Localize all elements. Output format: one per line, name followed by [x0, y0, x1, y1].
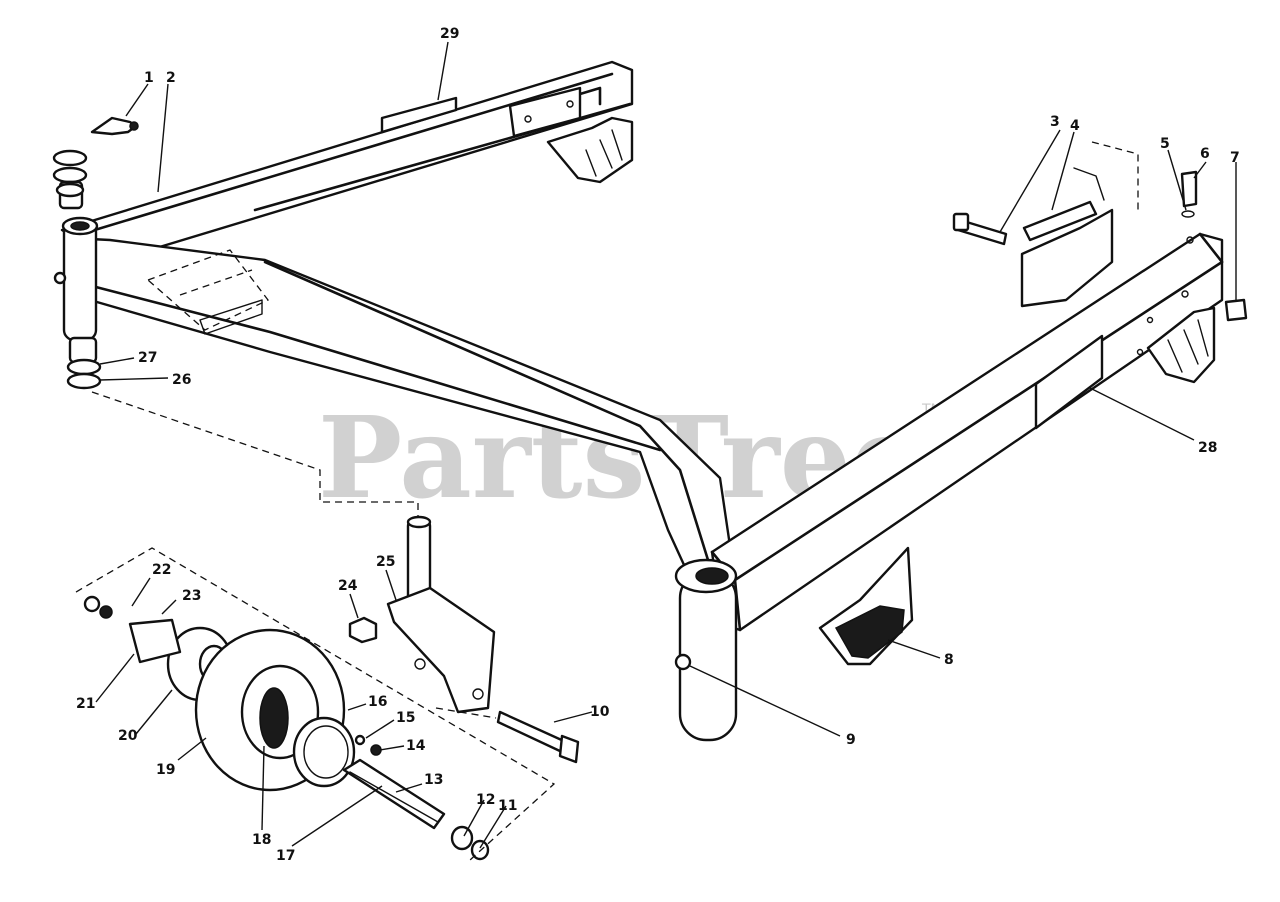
caster-fork-assembly	[83, 515, 580, 861]
callout-19: 19	[156, 762, 175, 778]
callout-17: 17	[276, 848, 295, 864]
callout-2: 2	[166, 70, 176, 86]
callout-9: 9	[846, 732, 856, 748]
callout-22: 22	[152, 562, 171, 578]
callout-25: 25	[376, 554, 395, 570]
callout-13: 13	[424, 772, 443, 788]
frame-weldment	[53, 60, 1224, 742]
callout-5: 5	[1160, 136, 1170, 152]
pivot-centerline	[91, 391, 419, 524]
leader-lines	[95, 41, 1237, 849]
callout-10: 10	[590, 704, 610, 720]
pivot-bushings-upper	[52, 116, 139, 210]
callout-1: 1	[144, 70, 154, 86]
callout-23: 23	[182, 588, 201, 604]
callout-21: 21	[76, 696, 95, 712]
callout-29: 29	[440, 26, 459, 42]
fork-bolt-line	[435, 707, 497, 719]
callout-11: 11	[498, 798, 517, 814]
hitch-bracket-assembly	[952, 141, 1248, 322]
callout-6: 6	[1200, 146, 1210, 162]
callout-16: 16	[368, 694, 387, 710]
callout-14: 14	[406, 738, 426, 754]
callout-15: 15	[396, 710, 415, 726]
callout-8: 8	[944, 652, 954, 668]
callout-27: 27	[138, 350, 157, 366]
callout-3: 3	[1050, 114, 1060, 130]
callout-24: 24	[338, 578, 358, 594]
callout-7: 7	[1230, 150, 1240, 166]
callout-28: 28	[1198, 440, 1217, 456]
callout-20: 20	[118, 728, 138, 744]
callout-labels: 1 2 3 4 5 6 7 8 9 10 11 12 13 14 15 16 1…	[76, 26, 1240, 864]
callout-12: 12	[476, 792, 495, 808]
callout-4: 4	[1070, 118, 1080, 134]
callout-26: 26	[172, 372, 191, 388]
callout-18: 18	[252, 832, 271, 848]
pivot-bushings-lower	[66, 336, 102, 390]
